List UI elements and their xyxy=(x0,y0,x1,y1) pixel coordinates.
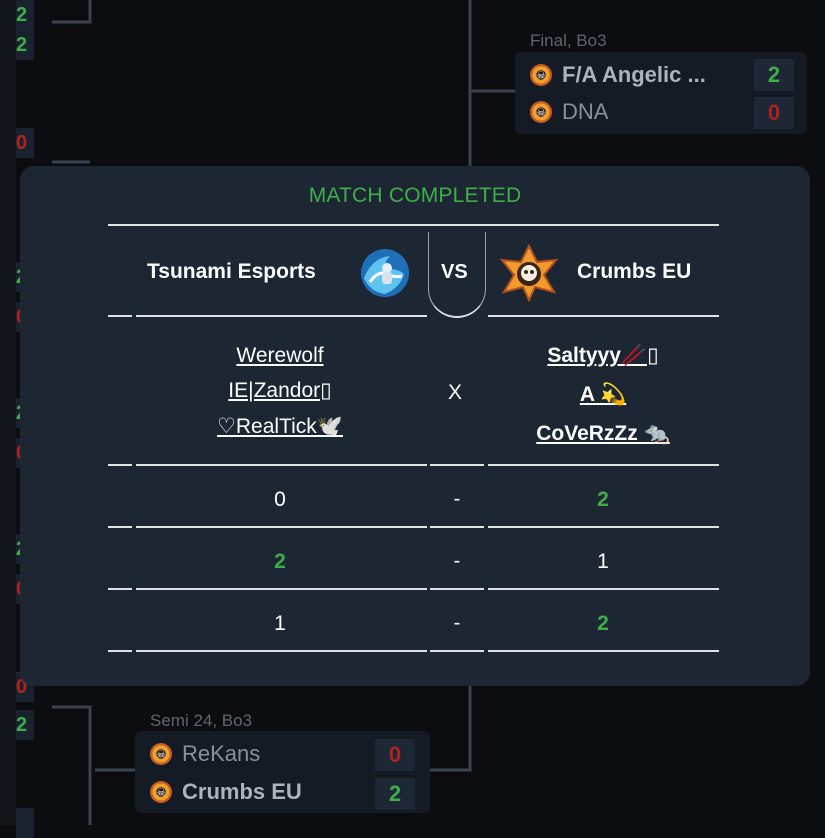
game2-left-score: 2 xyxy=(274,550,286,573)
team-name: Crumbs EU xyxy=(182,779,302,804)
divider xyxy=(108,315,132,317)
player-link[interactable]: ♡RealTick🕊️ xyxy=(217,415,343,438)
edge-score: 0 xyxy=(16,128,34,158)
divider xyxy=(430,526,484,528)
semi-match-label: Semi 24, Bo3 xyxy=(150,711,253,730)
modal-title: MATCH COMPLETED xyxy=(308,184,522,207)
game1-right-score: 2 xyxy=(597,488,609,511)
team-name: F/A Angelic ... xyxy=(562,62,706,87)
final-team2-row[interactable]: ☠ DNA xyxy=(530,95,608,129)
score-separator: - xyxy=(453,612,461,634)
score-separator: - xyxy=(453,488,461,510)
divider xyxy=(488,526,719,528)
divider xyxy=(488,464,719,466)
game1-left-score: 0 xyxy=(274,488,286,511)
final-team1-row[interactable]: ☠ F/A Angelic ... xyxy=(530,58,706,92)
edge-score: 2 xyxy=(16,710,34,740)
divider xyxy=(108,588,132,590)
player-link[interactable]: Saltyyy🥢▯ xyxy=(547,344,659,367)
edge-score: 2 xyxy=(16,0,34,30)
divider xyxy=(136,315,427,317)
team-right-name[interactable]: Crumbs EU xyxy=(577,260,692,283)
team-left-name[interactable]: Tsunami Esports xyxy=(147,260,316,283)
tsunami-wave-icon xyxy=(361,249,409,297)
semi-team1-score: 0 xyxy=(375,739,415,771)
final-team1-score: 2 xyxy=(754,59,794,91)
brawl-star-icon: ☠ xyxy=(150,743,172,765)
brawl-star-skull-icon xyxy=(499,244,559,302)
semi-team1-row[interactable]: ☠ ReKans xyxy=(150,737,260,771)
brawl-star-icon: ☠ xyxy=(150,781,172,803)
team-name: DNA xyxy=(562,99,609,124)
final-team2-score: 0 xyxy=(754,97,794,129)
match-completed-modal[interactable]: MATCH COMPLETED Tsunami Esports VS Crumb… xyxy=(20,166,810,686)
edge-score xyxy=(16,808,34,838)
edge-score: 2 xyxy=(16,30,34,60)
divider xyxy=(430,650,484,652)
divider xyxy=(108,224,719,226)
vs-label: VS xyxy=(441,261,468,283)
divider xyxy=(136,464,427,466)
divider xyxy=(136,650,427,652)
brawl-star-icon: ☠ xyxy=(530,101,552,123)
left-strip xyxy=(0,0,16,825)
semi-team2-score: 2 xyxy=(375,778,415,810)
vs-divider xyxy=(428,232,486,318)
divider xyxy=(430,588,484,590)
game3-right-score: 2 xyxy=(597,612,609,635)
divider xyxy=(108,526,132,528)
player-link[interactable]: Werewolf xyxy=(236,344,324,367)
divider xyxy=(108,650,132,652)
divider xyxy=(488,315,719,317)
semi-team2-row[interactable]: ☠ Crumbs EU xyxy=(150,775,302,809)
game3-left-score: 1 xyxy=(274,612,286,635)
divider xyxy=(108,464,132,466)
player-link[interactable]: CoVeRzZz 🐀 xyxy=(536,422,670,445)
divider xyxy=(430,464,484,466)
game2-right-score: 1 xyxy=(597,550,609,573)
vs-marker: X xyxy=(448,381,463,404)
player-link[interactable]: IE|Zandor▯ xyxy=(228,379,332,402)
player-link[interactable]: A 💫 xyxy=(579,383,627,406)
score-separator: - xyxy=(453,550,461,572)
divider xyxy=(136,526,427,528)
brawl-star-icon: ☠ xyxy=(530,64,552,86)
divider xyxy=(488,588,719,590)
divider xyxy=(136,588,427,590)
final-match-label: Final, Bo3 xyxy=(530,31,607,50)
team-name: ReKans xyxy=(182,741,261,766)
divider xyxy=(488,650,719,652)
